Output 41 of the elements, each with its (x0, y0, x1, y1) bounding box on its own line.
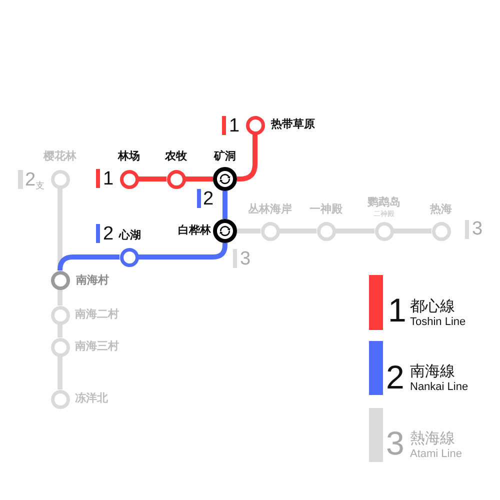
station-label: 鹦鹉岛 (368, 196, 400, 210)
station-label: 冻洋北 (75, 392, 108, 406)
route-line (186, 176, 213, 182)
line-number: 2$_{支}$ (25, 170, 45, 190)
line-number: 2 (103, 224, 114, 244)
route-line (237, 134, 258, 182)
line-number: 1 (103, 170, 114, 188)
station-label: 南海村 (76, 274, 109, 288)
station-label: 心湖 (119, 230, 141, 242)
route-line (394, 228, 432, 234)
route-line (58, 324, 62, 338)
route-line (58, 290, 62, 306)
station-label: 林场 (118, 150, 140, 164)
route-line (237, 228, 260, 234)
legend-label: 南海線 Nankai Line (410, 362, 470, 393)
route-line (138, 242, 228, 260)
line-number: 2 (203, 190, 214, 208)
station-label: 白桦林 (178, 224, 211, 238)
line-number: 3 (386, 426, 404, 460)
legend-label: 熱海線 Atami Line (410, 429, 463, 460)
station-label: 农牧 (165, 150, 187, 164)
route-line (222, 191, 228, 219)
line-number: 3 (472, 220, 483, 238)
station-label: 樱花林 (44, 150, 76, 164)
station-label: 南海三村 (75, 340, 119, 354)
line-number: 1 (388, 294, 406, 326)
station-label: 南海二村 (75, 308, 119, 322)
line-number: 3 (240, 250, 251, 268)
line-number: 1 (229, 116, 240, 136)
station-label: 热带草原 (271, 118, 315, 132)
station-label: 一神殿 (310, 204, 342, 216)
route-line (58, 254, 120, 272)
route-line (336, 228, 374, 234)
route-line (138, 176, 166, 182)
route-line (280, 228, 316, 234)
station-label: 丛林海岸 (248, 204, 292, 216)
route-line (58, 356, 62, 390)
legend-label: 都心線 Toshin Line (410, 297, 467, 328)
station-label: 矿洞 (214, 150, 236, 164)
line-number: 2 (386, 360, 404, 394)
station-label: 热海 (430, 204, 452, 216)
